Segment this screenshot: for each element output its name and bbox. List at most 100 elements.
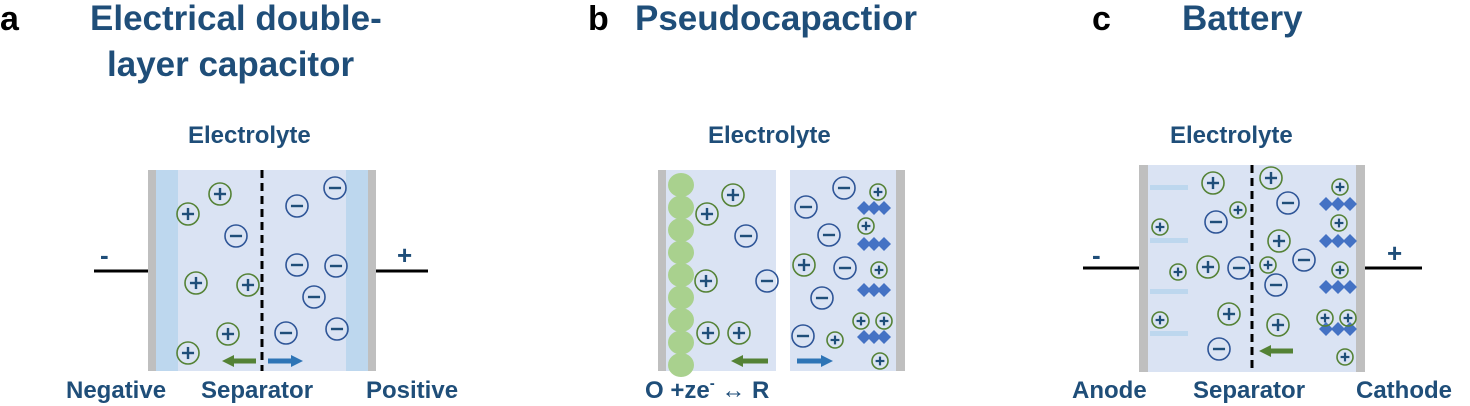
panel-c-electrolyte-label: Electrolyte: [1170, 122, 1293, 149]
cation-icon: [1331, 178, 1349, 196]
anode-layer: [1150, 185, 1188, 190]
anion-icon: [325, 317, 349, 341]
panel-b-right-collector: [896, 170, 905, 371]
host-site-diamond: [877, 237, 891, 251]
panel-c-cathode-sites: [1319, 197, 1357, 336]
host-site-diamond: [867, 330, 881, 344]
host-site-diamond: [877, 283, 891, 297]
panel-b-anion-arrow-head: [821, 355, 833, 367]
panel-b-electrolyte-label: Electrolyte: [708, 122, 831, 149]
panel-a: a Electrical double- layer capacitor Ele…: [0, 0, 458, 404]
cation-icon: [176, 202, 200, 226]
cation-icon: [176, 341, 200, 365]
panel-b-cation-arrow-head: [731, 355, 743, 367]
cation-icon: [826, 331, 844, 349]
host-site-diamond: [1343, 234, 1357, 248]
anion-icon: [734, 224, 758, 248]
anion-icon: [791, 324, 815, 348]
cation-icon: [727, 321, 751, 345]
cation-icon: [871, 352, 889, 370]
cation-icon: [1316, 309, 1334, 327]
cation-icon: [1336, 348, 1354, 366]
cation-icon: [852, 312, 870, 330]
cation-icon: [236, 273, 260, 297]
pseudocapacitive-sphere: [668, 218, 694, 242]
anion-icon: [274, 321, 298, 345]
panel-c-cathode-collector: [1356, 165, 1365, 372]
cation-icon: [1196, 255, 1220, 279]
cation-icon: [216, 322, 240, 346]
panel-c-ions: [1151, 166, 1357, 366]
host-site-diamond: [1319, 280, 1333, 294]
anion-icon: [285, 253, 309, 277]
cation-icon: [1151, 311, 1169, 329]
cation-icon: [1229, 201, 1247, 219]
cation-icon: [869, 183, 887, 201]
pseudocapacitive-sphere: [668, 353, 694, 377]
panel-b-title: Pseudocapactior: [635, 0, 917, 38]
host-site-diamond: [857, 201, 871, 215]
panel-a-negative-double-layer: [156, 170, 178, 371]
host-site-diamond: [867, 237, 881, 251]
cation-icon: [184, 271, 208, 295]
host-site-diamond: [1319, 234, 1333, 248]
panel-a-negative-collector: [148, 170, 156, 371]
host-site-diamond: [857, 283, 871, 297]
cation-icon: [857, 217, 875, 235]
pseudocapacitive-sphere: [668, 308, 694, 332]
host-site-diamond: [1343, 197, 1357, 211]
panel-b-letter: b: [588, 0, 609, 38]
panel-a-separator-label: Separator: [201, 377, 313, 404]
panel-a-title-line-1: Electrical double-: [90, 0, 382, 38]
panel-a-anion-arrow-head: [291, 355, 303, 367]
host-site-diamond: [877, 201, 891, 215]
anion-icon: [1264, 273, 1288, 297]
panel-a-positive-double-layer: [346, 170, 368, 371]
cation-icon: [1259, 256, 1277, 274]
pseudocapacitive-sphere: [668, 263, 694, 287]
anion-icon: [755, 269, 779, 293]
cation-icon: [870, 261, 888, 279]
anion-icon: [794, 195, 818, 219]
panel-a-positive-label: Positive: [366, 377, 458, 404]
cation-icon: [1266, 313, 1290, 337]
panel-c-negative-terminal-sign: -: [1092, 240, 1101, 270]
host-site-diamond: [1331, 280, 1345, 294]
panel-c-cathode-label: Cathode: [1356, 377, 1452, 404]
cation-icon: [696, 321, 720, 345]
panel-c-positive-terminal-sign: +: [1387, 238, 1402, 268]
anion-icon: [1204, 210, 1228, 234]
anion-icon: [832, 176, 856, 200]
panel-b-pseudocapacitive-layer: [668, 173, 694, 377]
anion-icon: [285, 194, 309, 218]
host-site-diamond: [1331, 322, 1345, 336]
panel-b-left-collector: [658, 170, 666, 371]
cation-icon: [1169, 263, 1187, 281]
cation-icon: [792, 253, 816, 277]
panel-b-intercalation-sites: [857, 201, 891, 344]
host-site-diamond: [1331, 234, 1345, 248]
cation-icon: [1339, 309, 1357, 327]
panel-c-anode-label: Anode: [1072, 377, 1147, 404]
cation-icon: [1151, 218, 1169, 236]
anion-icon: [833, 256, 857, 280]
cation-icon: [1267, 229, 1291, 253]
anode-layer: [1150, 238, 1188, 243]
cation-icon: [875, 312, 893, 330]
panel-c-anode-layers: [1150, 185, 1188, 336]
host-site-diamond: [857, 237, 871, 251]
panel-a-negative-terminal-sign: -: [100, 240, 109, 270]
host-site-diamond: [1331, 197, 1345, 211]
cation-icon: [694, 269, 718, 293]
cation-icon: [1201, 171, 1225, 195]
panel-a-positive-terminal-sign: +: [397, 240, 412, 270]
anode-layer: [1150, 331, 1188, 336]
cation-icon: [695, 202, 719, 226]
panel-b-reaction-equation: O +ze- ↔ R: [645, 375, 769, 404]
cation-icon: [1330, 214, 1348, 232]
anion-icon: [1227, 256, 1251, 280]
panel-b: b Pseudocapactior Electrolyte O +ze- ↔ R: [588, 0, 917, 404]
anion-icon: [810, 286, 834, 310]
pseudocapacitive-sphere: [668, 173, 694, 197]
